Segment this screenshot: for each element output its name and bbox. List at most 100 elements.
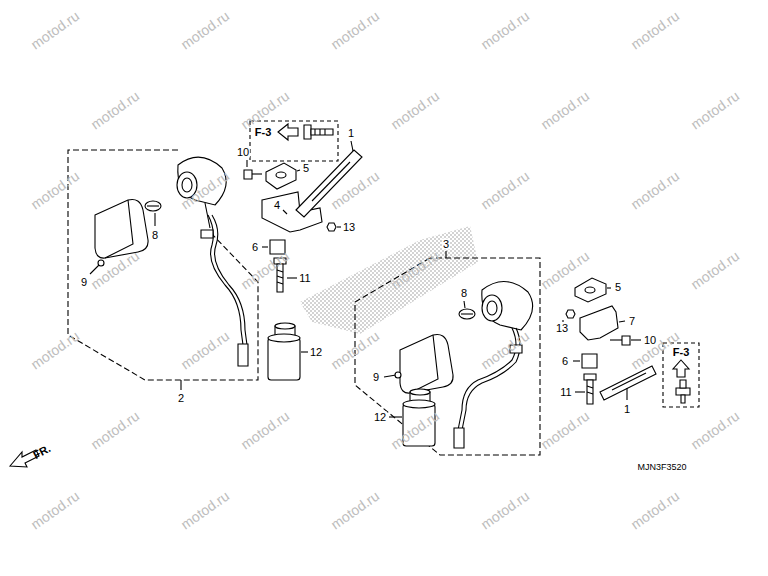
watermark: motod.ru: [628, 488, 681, 531]
mount-bracket: [297, 170, 300, 171]
rubber-cover: [268, 338, 300, 380]
collar: [573, 354, 597, 368]
bolt: [622, 336, 630, 345]
group-outline: [68, 150, 258, 380]
screw: [384, 372, 401, 378]
callout-number: 11: [559, 387, 572, 398]
bolt: [587, 380, 593, 404]
watermark: motod.ru: [28, 168, 81, 211]
lens: [400, 334, 453, 393]
rubber-cover: [268, 334, 300, 342]
watermark: motod.ru: [238, 408, 291, 451]
callout-number: 9: [372, 372, 380, 383]
callout-number: 12: [309, 347, 323, 358]
collar: [573, 360, 580, 361]
rubber-cover: [268, 323, 308, 380]
collar: [582, 354, 597, 368]
bulb: [147, 205, 159, 206]
watermark: motod.ru: [28, 8, 81, 51]
watermark: motod.ru: [178, 8, 231, 51]
reference-box: [673, 360, 689, 377]
watermark: motod.ru: [178, 488, 231, 531]
rubber-cover: [301, 351, 308, 352]
reference-box: [304, 125, 311, 139]
watermark: motod.ru: [478, 168, 531, 211]
callout-number: 1: [623, 404, 631, 415]
bulb: [145, 201, 161, 211]
stipple-shading: [300, 226, 478, 334]
rubber-cover: [403, 400, 435, 408]
wire-harness: [454, 428, 464, 448]
bolt: [244, 160, 262, 179]
watermark: motod.ru: [478, 488, 531, 531]
reference-box: [319, 129, 320, 135]
strap-band: [600, 366, 656, 400]
watermark: motod.ru: [478, 328, 531, 371]
strap-band: [600, 366, 656, 400]
watermark: motod.ru: [28, 488, 81, 531]
mount-bracket: [585, 287, 595, 293]
reference-box: [324, 129, 325, 135]
reference-box: [663, 343, 699, 407]
callout-number: 5: [302, 163, 310, 174]
watermark: motod.ru: [388, 88, 441, 131]
callout-number: 2: [177, 393, 185, 404]
callout-number: 8: [151, 230, 159, 241]
callout-number: 5: [614, 282, 622, 293]
bolt: [575, 391, 585, 392]
mount-bracket: [575, 278, 606, 302]
watermark: motod.ru: [688, 88, 741, 131]
lens: [400, 334, 453, 393]
indicator-housing: [482, 281, 533, 330]
indicator-housing: [482, 281, 533, 330]
watermark: motod.ru: [238, 248, 291, 291]
bolt: [287, 277, 297, 278]
reference-box: [681, 395, 685, 403]
rubber-cover: [410, 389, 430, 395]
watermark: motod.ru: [538, 88, 591, 131]
reference-box: [311, 129, 333, 135]
reference-box: [676, 388, 690, 395]
bolt: [575, 374, 596, 404]
callout-number: 11: [298, 273, 311, 284]
bulb: [461, 313, 473, 314]
bulb: [145, 201, 161, 226]
mount-bracket: [580, 306, 618, 340]
watermark: motod.ru: [328, 8, 381, 51]
reference-box: [314, 129, 315, 135]
bulb: [459, 301, 475, 319]
nut: [337, 226, 341, 227]
mount-bracket: [575, 278, 625, 340]
watermark: motod.ru: [688, 248, 741, 291]
watermark: motod.ru: [628, 8, 681, 51]
watermark: motod.ru: [688, 408, 741, 451]
lens: [105, 200, 133, 258]
callout-number: 13: [342, 222, 356, 233]
mount-bracket: [266, 163, 296, 189]
lens: [95, 199, 148, 258]
watermark: motod.ru: [538, 408, 591, 451]
reference-label: F-3: [672, 347, 691, 358]
reference-box: [278, 124, 298, 140]
reference-box: [250, 121, 338, 161]
strap-band: [296, 141, 362, 217]
watermark: motod.ru: [88, 408, 141, 451]
watermark: motod.ru: [478, 8, 531, 51]
indicator-housing: [482, 295, 502, 321]
rubber-cover: [275, 323, 295, 329]
callout-number: 12: [373, 412, 387, 423]
callout-number: 1: [347, 128, 355, 139]
group-outline: [180, 380, 181, 390]
watermark: motod.ru: [178, 328, 231, 371]
wire-harness: [238, 344, 248, 366]
callout-number: 9: [80, 277, 88, 288]
reference-box: [680, 380, 686, 388]
indicator-housing: [205, 203, 210, 228]
bolt: [277, 270, 283, 272]
callout-number: 3: [442, 239, 450, 250]
reference-box: [663, 343, 699, 407]
watermark: motod.ru: [88, 88, 141, 131]
lens: [95, 199, 148, 258]
